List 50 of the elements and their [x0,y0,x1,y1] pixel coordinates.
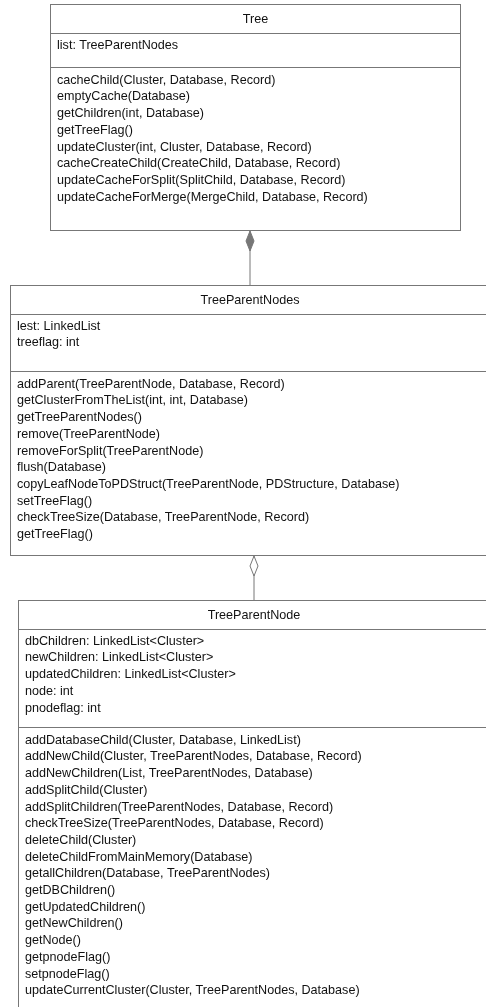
method-text: getTreeFlag() [17,526,93,543]
attribute-text: node: int [25,682,74,700]
method-text: removeForSplit(TreeParentNode) [17,442,204,460]
method-text: remove(TreeParentNode) [17,425,161,443]
method-text: getNewChildren() [25,915,123,933]
method-text: setTreeFlag() [17,492,93,510]
attribute-text: treeflag: int [17,334,80,352]
attribute-text: lest: LinkedList [17,317,101,335]
method-text: getpnodeFlag() [25,948,111,966]
class-box [18,600,486,1007]
class-name: TreeParentNode [207,607,301,624]
method-text: cacheChild(Cluster, Database, Record) [57,71,276,89]
method-text: deleteChild(Cluster) [25,831,137,849]
method-text: updateCluster(int, Cluster, Database, Record) [57,138,312,156]
method-text: deleteChildFromMainMemory(Database) [25,848,253,866]
attribute-text: list: TreeParentNodes [57,36,179,54]
class-box [50,4,461,231]
method-text: copyLeafNodeToPDStruct(TreeParentNode, PDStructure, Database) [17,475,400,493]
attribute-text: dbChildren: LinkedList<Cluster> [25,632,205,650]
method-text: updateCurrentCluster(Cluster, TreeParentNodes, Database) [25,982,360,999]
attribute-text: updatedChildren: LinkedList<Cluster> [25,666,236,683]
method-text: getNode() [25,932,81,949]
method-text: checkTreeSize(TreeParentNodes, Database, Record) [25,815,324,832]
method-text: getClusterFromTheList(int, int, Database) [17,392,248,410]
method-text: getTreeFlag() [57,121,133,139]
method-text: updateCacheForMerge(MergeChild, Database, Record) [57,188,368,206]
method-text: setpnodeFlag() [25,965,110,983]
method-text: getChildren(int, Database) [57,105,204,122]
method-text: checkTreeSize(Database, TreeParentNode, Record) [17,509,310,527]
method-text: getTreeParentNodes() [17,409,142,426]
attribute-text: newChildren: LinkedList<Cluster> [25,649,214,667]
method-text: getallChildren(Database, TreeParentNodes) [25,865,270,883]
method-text: addDatabaseChild(Cluster, Database, LinkedList) [25,731,301,749]
method-text: addParent(TreeParentNode, Database, Record) [17,375,285,393]
method-text: cacheCreateChild(CreateChild, Database, Record) [57,155,341,172]
method-text: flush(Database) [17,459,106,476]
method-text: getDBChildren() [25,882,116,899]
method-text: getUpdatedChildren() [25,898,146,916]
method-text: addSplitChild(Cluster) [25,781,148,799]
method-text: emptyCache(Database) [57,88,190,106]
method-text: addNewChildren(List, TreeParentNodes, Database) [25,765,313,782]
class-box [10,285,486,556]
class-name: TreeParentNodes [200,292,300,309]
method-text: addSplitChildren(TreeParentNodes, Database, Record) [25,798,334,816]
composition-line [245,230,255,286]
method-text: updateCacheForSplit(SplitChild, Database, Record) [57,171,346,189]
attribute-text: pnodeflag: int [25,699,101,717]
class-name: Tree [242,11,269,28]
method-text: addNewChild(Cluster, TreeParentNodes, Database, Record) [25,748,362,766]
aggregation-line [249,555,259,601]
